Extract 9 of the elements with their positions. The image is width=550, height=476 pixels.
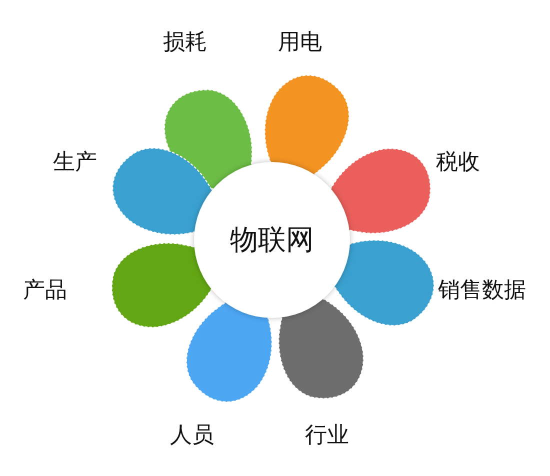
petal-label: 销售数据 <box>438 277 526 305</box>
petal-label: 损耗 <box>163 29 207 57</box>
petal-label: 产品 <box>23 277 67 305</box>
petal-label: 税收 <box>436 149 480 177</box>
petal-label: 行业 <box>305 422 349 450</box>
center-label: 物联网 <box>230 222 314 258</box>
petal-label: 人员 <box>170 422 214 450</box>
petal-label: 用电 <box>278 29 322 57</box>
petal-label: 生产 <box>53 149 97 177</box>
